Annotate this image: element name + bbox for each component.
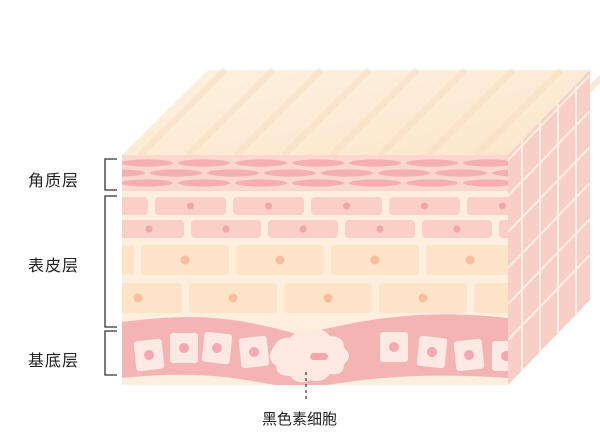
cell-nucleus xyxy=(299,225,307,233)
basal-cell xyxy=(170,333,198,363)
cell-nucleus xyxy=(179,343,189,353)
top-texture-line xyxy=(137,67,228,158)
corneum-cell xyxy=(463,159,508,167)
epidermis-cell xyxy=(122,197,148,215)
top-texture-line xyxy=(473,67,564,158)
cell-nucleus xyxy=(323,293,333,303)
corneum-cell xyxy=(406,179,458,187)
layer-brackets xyxy=(104,158,117,376)
epidermis-cell xyxy=(122,245,134,275)
cell-nucleus xyxy=(145,225,153,233)
label-stratum-corneum: 角质层 xyxy=(28,171,80,190)
corneum-cell xyxy=(321,169,373,177)
melanocyte-nucleus xyxy=(310,353,328,360)
corneum-cell xyxy=(292,159,344,167)
bracket-corneum xyxy=(104,158,117,191)
corneum-cell xyxy=(235,159,287,167)
corneum-cell xyxy=(463,179,508,187)
top-surface xyxy=(122,70,590,155)
basal-cell xyxy=(133,338,165,372)
cell-nucleus xyxy=(109,203,116,210)
epidermis-cell xyxy=(474,283,508,313)
corneum-cell xyxy=(435,169,487,177)
basal-cell-body xyxy=(492,341,508,371)
cell-nucleus xyxy=(86,256,95,265)
corneum-cells xyxy=(122,159,508,187)
corneum-cell xyxy=(264,169,316,177)
basal-cell xyxy=(453,338,485,372)
corneum-cell xyxy=(122,179,173,187)
corneum-cell xyxy=(292,179,344,187)
epidermis-cells xyxy=(86,197,508,313)
basal-cell xyxy=(380,332,408,362)
cell-nucleus xyxy=(212,343,222,353)
cell-nucleus xyxy=(453,225,461,233)
corneum-cell xyxy=(378,169,430,177)
cell-nucleus xyxy=(343,202,350,210)
cell-nucleus xyxy=(249,347,259,357)
epidermis-cell xyxy=(122,220,184,238)
cell-nucleus xyxy=(187,202,194,210)
cell-nucleus xyxy=(180,255,190,265)
basal-cell xyxy=(201,331,233,365)
cell-nucleus xyxy=(427,347,437,357)
cell-nucleus xyxy=(265,202,272,210)
top-texture-line xyxy=(281,67,372,158)
melanocyte xyxy=(269,329,349,383)
cell-nucleus xyxy=(499,202,506,210)
epidermis-cell xyxy=(467,197,508,215)
cell-nucleus xyxy=(370,255,380,265)
label-basal-layer: 基底层 xyxy=(28,351,80,370)
cell-nucleus xyxy=(465,255,475,265)
corneum-cell xyxy=(122,169,145,177)
side-surface-texture xyxy=(507,74,591,370)
cell-nucleus xyxy=(222,225,230,233)
top-texture-line xyxy=(233,67,324,158)
cell-nucleus xyxy=(228,293,238,303)
corneum-cell xyxy=(150,169,202,177)
corneum-cell xyxy=(178,159,230,167)
corneum-cell xyxy=(122,159,173,167)
corneum-cell xyxy=(492,169,508,177)
corneum-cell xyxy=(349,159,401,167)
bracket-epidermis xyxy=(104,195,117,328)
bracket-basal xyxy=(104,330,117,376)
label-epidermis: 表皮层 xyxy=(28,256,80,275)
corneum-cell xyxy=(207,169,259,177)
epidermis-cell xyxy=(122,283,182,313)
basal-cell xyxy=(416,335,448,369)
epidermis-cell xyxy=(499,220,508,238)
basal-cells xyxy=(133,331,508,372)
corneum-cell xyxy=(178,179,230,187)
cell-nucleus xyxy=(464,350,474,360)
basal-cell xyxy=(238,335,270,369)
label-melanocyte: 黑色素细胞 xyxy=(262,410,338,428)
cell-nucleus xyxy=(418,293,428,303)
top-texture-line xyxy=(329,67,420,158)
cell-nucleus xyxy=(376,225,384,233)
basal-cell xyxy=(492,341,508,371)
cell-nucleus xyxy=(275,255,285,265)
top-texture-line xyxy=(377,67,468,158)
top-texture-line xyxy=(425,67,516,158)
cell-nucleus xyxy=(144,350,154,360)
cell-nucleus xyxy=(133,293,143,303)
corneum-cell xyxy=(349,179,401,187)
cell-nucleus xyxy=(389,342,399,352)
top-texture-line xyxy=(185,67,276,158)
cell-nucleus xyxy=(501,351,508,361)
corneum-cell xyxy=(406,159,458,167)
cell-nucleus xyxy=(421,202,428,210)
side-surface xyxy=(508,70,590,385)
corneum-cell xyxy=(235,179,287,187)
